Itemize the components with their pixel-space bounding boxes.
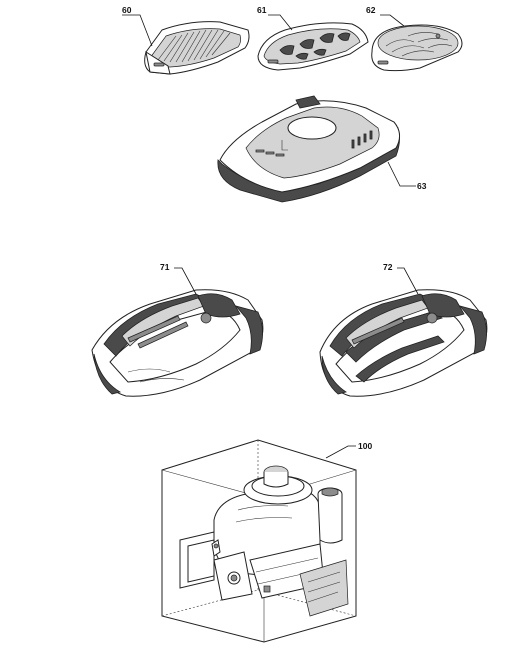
callout-71: 71 xyxy=(160,262,197,295)
part-72-engine-shroud xyxy=(319,289,488,397)
part-100-complete-engine xyxy=(161,439,357,643)
callout-63-label: 63 xyxy=(417,181,427,191)
callout-72-label: 72 xyxy=(383,262,393,272)
callout-62-label: 62 xyxy=(366,5,376,15)
callout-60-label: 60 xyxy=(122,5,132,15)
callout-62: 62 xyxy=(366,5,405,27)
callout-71-label: 71 xyxy=(160,262,170,272)
callout-100: 100 xyxy=(325,441,372,459)
part-60-louvered-cover xyxy=(144,21,250,75)
callout-63: 63 xyxy=(387,161,427,191)
callout-72: 72 xyxy=(383,262,419,295)
part-63-engine-cover-base xyxy=(217,95,400,203)
part-62-vented-cover xyxy=(371,24,463,72)
part-71-engine-shroud xyxy=(91,289,264,397)
callout-61: 61 xyxy=(257,5,293,31)
callout-100-label: 100 xyxy=(358,441,372,451)
callout-61-label: 61 xyxy=(257,5,267,15)
callout-60: 60 xyxy=(122,5,153,47)
part-61-patterned-cover xyxy=(257,22,369,71)
